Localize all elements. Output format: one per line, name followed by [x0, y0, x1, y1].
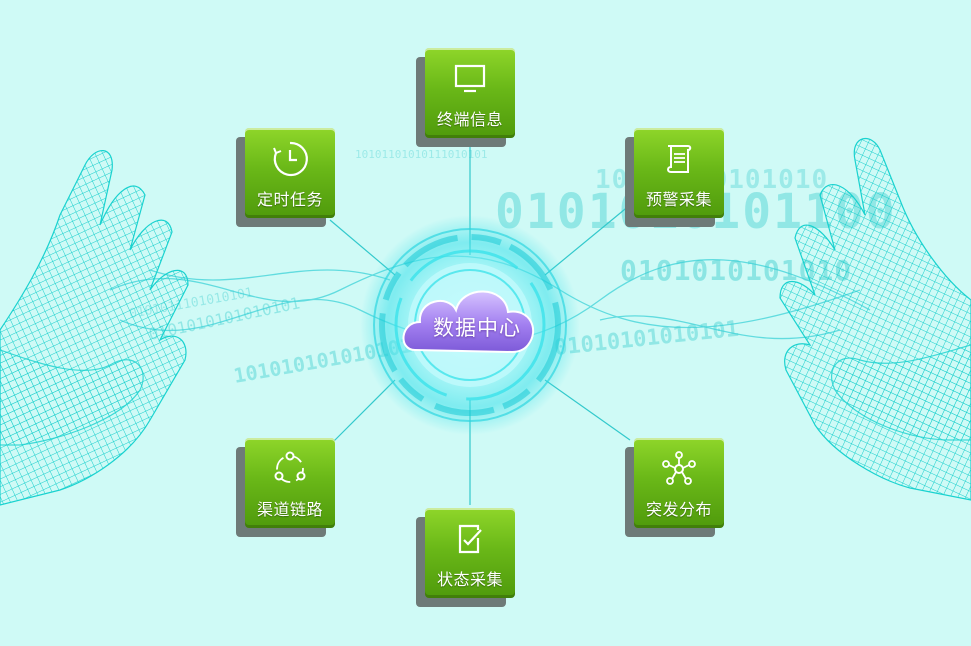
tile-face[interactable]: 终端信息 [425, 48, 515, 138]
node-label: 状态采集 [436, 570, 503, 589]
tile-face[interactable]: 渠道链路 [245, 438, 335, 528]
node-channel[interactable]: 渠道链路 [236, 438, 335, 537]
node-label: 渠道链路 [256, 500, 323, 519]
data-center-hub[interactable] [360, 215, 580, 435]
tile-face[interactable]: 定时任务 [245, 128, 335, 218]
node-label: 定时任务 [256, 190, 323, 209]
hub-label: 数据中心 [433, 316, 521, 340]
cloud-icon [402, 290, 535, 354]
monitor-icon [454, 64, 486, 93]
node-alert[interactable]: 预警采集 [625, 128, 724, 227]
checklist-edit-icon [458, 524, 482, 554]
left-wireframe-hand [0, 150, 189, 506]
scroll-document-icon [667, 145, 692, 173]
tile-face[interactable]: 突发分布 [634, 438, 724, 528]
node-label: 终端信息 [436, 110, 503, 129]
molecule-network-icon [662, 451, 696, 485]
right-wireframe-hand [779, 137, 971, 501]
node-burst[interactable]: 突发分布 [625, 438, 724, 537]
node-label: 预警采集 [645, 190, 712, 209]
node-scheduled[interactable]: 定时任务 [236, 128, 335, 227]
node-terminal[interactable]: 终端信息 [416, 48, 515, 147]
connector-burst [544, 379, 631, 441]
node-label: 突发分布 [645, 500, 712, 519]
tile-face[interactable]: 状态采集 [425, 508, 515, 598]
tile-face[interactable]: 预警采集 [634, 128, 724, 218]
node-status[interactable]: 状态采集 [416, 508, 515, 607]
binary-text: 01010101010101 [553, 317, 740, 361]
clock-icon [273, 141, 308, 176]
binary-text: 10101101010111010101 [355, 148, 487, 161]
share-network-icon [274, 451, 306, 483]
